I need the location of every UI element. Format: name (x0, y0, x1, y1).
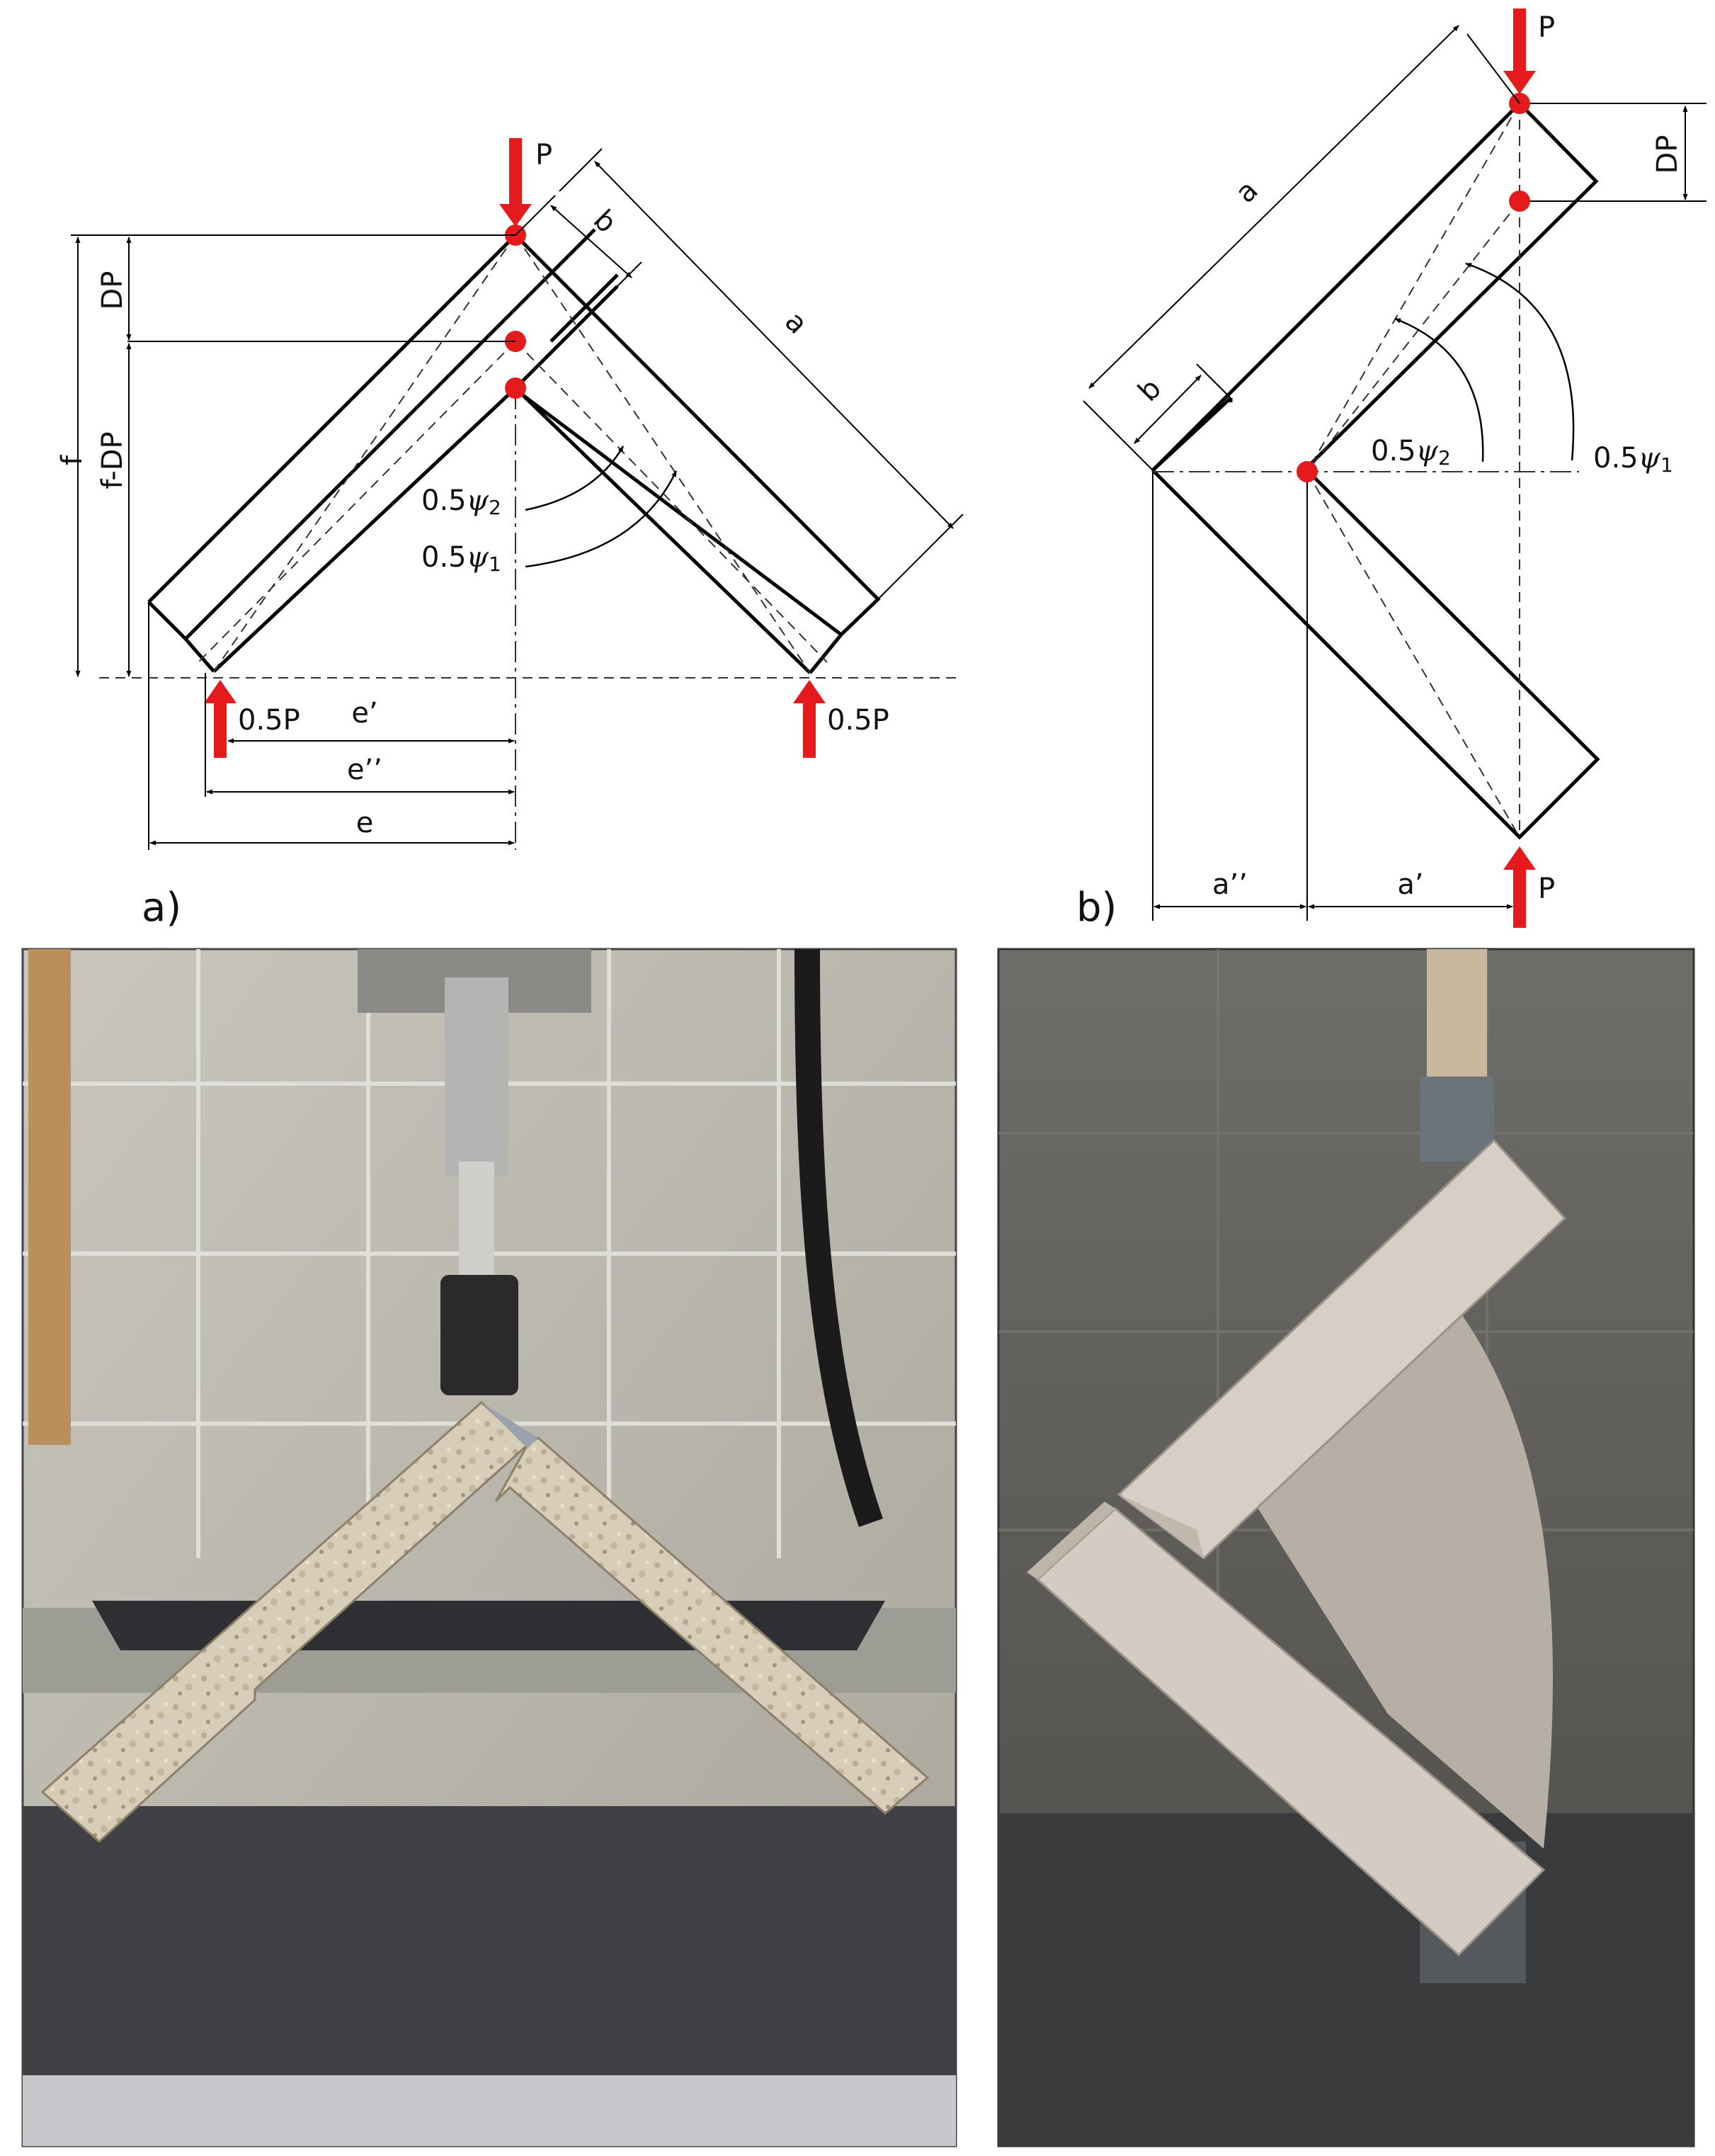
panel-a-support-arrow-left (204, 680, 237, 758)
photo-b-press-clamp (1420, 1077, 1494, 1162)
photo-a (21, 948, 957, 2148)
panel-a-dim-dp: DP (96, 271, 129, 310)
panel-b-joint-corner (1297, 461, 1318, 482)
photo-a-hose (794, 948, 883, 1527)
panel-b-angle-psi2: 0.5ψ2 (1371, 435, 1451, 470)
panel-a-caption: a) (142, 885, 181, 931)
panel-a-dim-e: e (356, 807, 374, 839)
panel-b-angle-psi1: 0.5ψ1 (1593, 442, 1673, 477)
panel-a-dim-e-prime: e’ (351, 697, 377, 730)
panel-a-dim-a: a (778, 305, 814, 341)
panel-a-specimen-inner (184, 228, 596, 640)
photo-a-press-pin (459, 1162, 494, 1275)
panel-a-joint-low (505, 378, 526, 399)
photo-b-machine-body (998, 1813, 1694, 2146)
panel-a-load-arrow-top (499, 138, 532, 227)
panel-b-joint-mid (1509, 191, 1530, 212)
panel-a-dim-f: f (56, 455, 89, 465)
panel-b-dim-dp: DP (1651, 135, 1684, 174)
panel-b-load-arrow-bottom (1503, 846, 1536, 928)
photo-a-shelf (28, 949, 71, 1445)
photo-b-specimen-lower-arm-edge (1027, 1502, 1115, 1579)
panel-b-dim-a-prime: a’ (1397, 868, 1423, 901)
panel-a-support-left-label: 0.5P (238, 704, 300, 737)
panel-a-specimen-arm (514, 285, 619, 390)
panel-a-specimen-inner-2 (147, 601, 187, 640)
panel-a-angle-psi1: 0.5ψ1 (421, 541, 501, 576)
photo-a-press-rod (445, 977, 508, 1176)
photo-a-ruler (23, 2075, 956, 2146)
panel-a-specimen-outer (147, 232, 881, 636)
panel-b-dim-b: b (1132, 373, 1168, 408)
photo-a-specimen-edge (482, 1402, 538, 1448)
panel-b-load-arrow-top (1503, 8, 1536, 94)
panel-a-support-arrow-right (793, 680, 826, 758)
photo-b (997, 948, 1695, 2148)
photo-b-press-rod (1427, 949, 1487, 1091)
panel-a-load-label: P (535, 139, 552, 171)
panel-b-load-bottom-label: P (1538, 873, 1555, 905)
panel-b-dim-a: a (1229, 174, 1265, 210)
panel-a-angle-psi2: 0.5ψ2 (421, 484, 501, 519)
photo-a-loading-head (440, 1275, 518, 1395)
panel-b-diagram: P P a b DP a’’ a’ (1076, 8, 1707, 931)
photo-a-machine-body (23, 1806, 956, 2104)
panel-b-load-top-label: P (1538, 11, 1555, 44)
panel-a-diagram: P 0.5P 0.5P (56, 138, 964, 931)
panel-b-dim-a-dprime: a’’ (1212, 868, 1248, 901)
panel-a-dim-e-dprime: e’’ (347, 754, 382, 786)
panel-b-caption: b) (1076, 885, 1117, 931)
panel-a-dim-f-dp: f-DP (96, 431, 129, 489)
photo-b-specimen-upper-arm-end (1119, 1494, 1204, 1558)
panel-a-support-right-label: 0.5P (827, 704, 889, 737)
